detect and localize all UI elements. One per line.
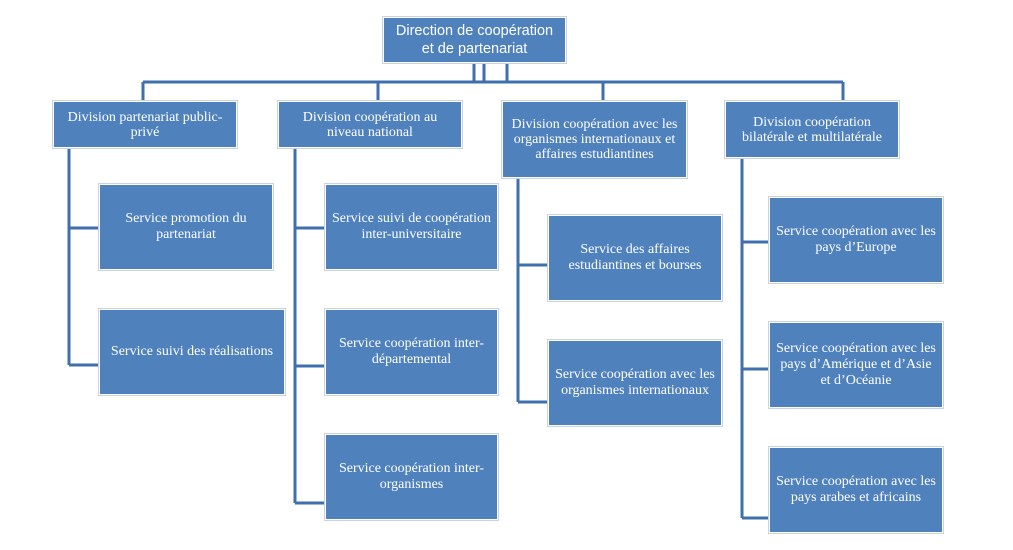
service-label: Service suivi de coopération inter-unive…	[331, 211, 491, 242]
service-label: Service coopération inter-départemental	[338, 336, 485, 367]
direction-label-line1: Direction de coopération	[395, 23, 554, 39]
service-box: Service coopération inter-organismes	[325, 434, 498, 520]
service-label: Service coopération avec les organismes …	[555, 367, 715, 398]
division-box-public-private: Division partenariat public-privé	[53, 101, 237, 148]
division-box-international: Division coopération avec les organismes…	[502, 101, 687, 178]
service-box: Service promotion du partenariat	[99, 184, 273, 270]
service-box: Service coopération avec les pays d’Euro…	[769, 197, 943, 283]
service-box: Service coopération avec les pays d’Amér…	[769, 322, 943, 408]
service-box: Service coopération inter-départemental	[325, 309, 498, 395]
service-box: Service coopération avec les pays arabes…	[769, 447, 943, 533]
service-box: Service coopération avec les organismes …	[548, 340, 722, 426]
service-label: Service suivi des réalisations	[110, 344, 274, 359]
service-label: Service des affaires estudiantines et bo…	[568, 242, 702, 273]
service-box: Service suivi de coopération inter-unive…	[325, 184, 498, 270]
division-box-national: Division coopération au niveau national	[278, 101, 462, 148]
service-label: Service promotion du partenariat	[125, 211, 247, 242]
division-title: Division partenariat public-privé	[67, 109, 223, 140]
service-box: Service des affaires estudiantines et bo…	[548, 215, 722, 301]
direction-label-line2: et de partenariat	[421, 41, 528, 57]
division-box-bilateral: Division coopération bilatérale et multi…	[725, 101, 899, 158]
division-title: Division coopération au niveau national	[302, 109, 438, 140]
service-label: Service coopération avec les pays d’Euro…	[776, 224, 936, 255]
division-title: Division coopération avec les organismes…	[511, 117, 678, 162]
direction-box: Direction de coopération et de partenari…	[383, 17, 566, 63]
service-label: Service coopération avec les pays d’Amér…	[776, 341, 936, 388]
service-label: Service coopération inter-organismes	[338, 461, 485, 492]
service-box: Service suivi des réalisations	[99, 309, 285, 395]
division-title: Division coopération bilatérale et multi…	[742, 114, 882, 145]
service-label: Service coopération avec les pays arabes…	[776, 474, 936, 505]
